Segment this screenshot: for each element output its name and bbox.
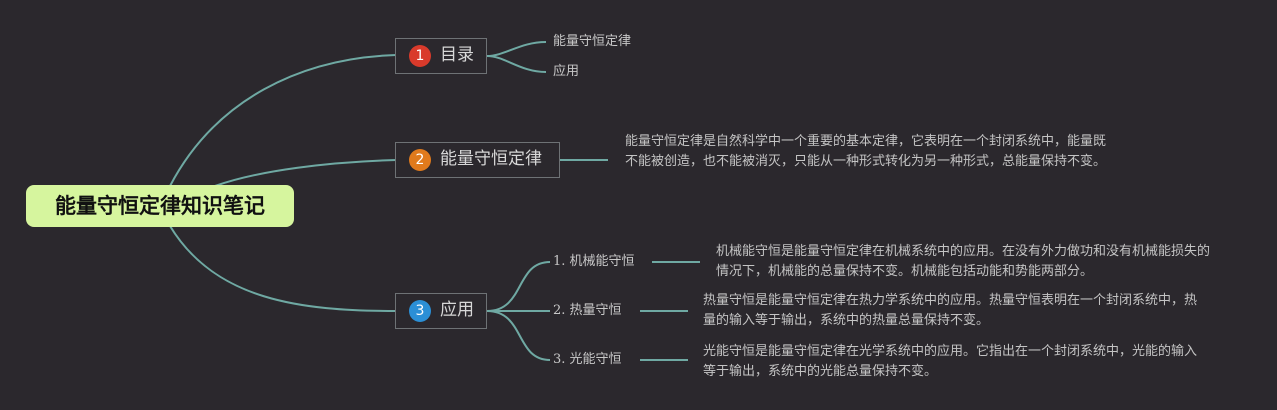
link-root-branch-1 [169,54,397,187]
heat-description[interactable]: 热量守恒是能量守恒定律在热力学系统中的应用。热量守恒表明在一个封闭系统中，热量的… [703,293,1198,328]
branch-label-law: 能量守恒定律 [440,149,542,169]
link-branch-3-child-3 [486,310,551,361]
branch-node-contents[interactable]: 1 目录 [395,38,487,74]
light-description[interactable]: 光能守恒是能量守恒定律在光学系统中的应用。它指出在一个封闭系统中，光能的输入等于… [703,344,1198,379]
sub-item-heat[interactable]: 2. 热量守恒 [553,303,622,318]
leaf-contents-law[interactable]: 能量守恒定律 [553,34,632,49]
branch-label-applications: 应用 [440,300,474,320]
number-badge-3: 3 [409,300,431,322]
sub-item-mechanical[interactable]: 1. 机械能守恒 [553,254,635,269]
root-node[interactable]: 能量守恒定律知识笔记 [26,185,294,227]
root-label: 能量守恒定律知识笔记 [55,194,265,218]
branch-node-law[interactable]: 2 能量守恒定律 [395,142,560,178]
link-root-branch-2 [214,159,397,187]
number-badge-2: 2 [409,149,431,171]
law-description[interactable]: 能量守恒定律是自然科学中一个重要的基本定律，它表明在一个封闭系统中，能量既不能被… [625,134,1107,169]
link-root-branch-3 [169,225,397,312]
branch-node-applications[interactable]: 3 应用 [395,293,487,329]
number-badge-1: 1 [409,45,431,67]
link-branch-1-child-1 [486,41,547,57]
leaf-contents-applications[interactable]: 应用 [553,64,580,79]
link-branch-1-child-2 [486,55,547,73]
branch-label-contents: 目录 [440,45,474,65]
sub-item-light[interactable]: 3. 光能守恒 [553,352,622,367]
mechanical-description[interactable]: 机械能守恒是能量守恒定律在机械系统中的应用。在没有外力做功和没有机械能损失的情况… [716,244,1211,279]
link-branch-3-child-1 [486,261,551,312]
